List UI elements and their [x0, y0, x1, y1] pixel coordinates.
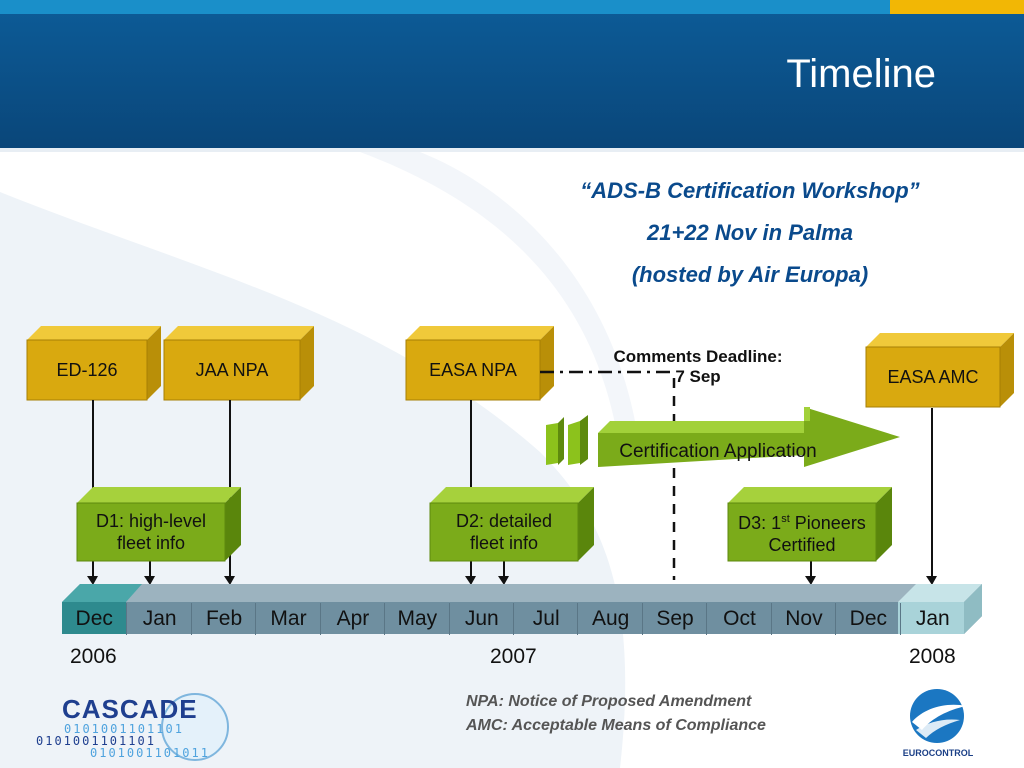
doc-label-easa-npa: EASA NPA	[429, 360, 517, 380]
header-top-strip	[0, 0, 890, 14]
cascade-bits-2: 0101001101101	[36, 734, 156, 748]
timeline-month: Jan	[126, 603, 191, 635]
certification-arrow-label: Certification Application	[619, 441, 817, 462]
timeline-month: Sep	[641, 603, 707, 635]
milestone-d3-line1: D3: 1st Pioneers	[738, 513, 866, 533]
connector-d2	[503, 560, 505, 578]
eurocontrol-logo: EUROCONTROL	[884, 686, 994, 766]
milestone-d3-line2: Certified	[768, 535, 836, 555]
timeline-month: Jul	[513, 603, 578, 635]
doc-label-easa-amc: EASA AMC	[887, 367, 979, 387]
workshop-title: “ADS-B Certification Workshop”	[580, 178, 920, 203]
timeline-month: Feb	[190, 603, 256, 635]
timeline-month: Dec	[835, 603, 900, 635]
eurocontrol-wordmark: EUROCONTROL	[902, 748, 974, 758]
connector-d3	[810, 560, 812, 578]
milestone-d1-line1: D1: high-level	[95, 511, 207, 531]
header-separator	[0, 148, 1024, 152]
comments-deadline: Comments Deadline: 7 Sep	[598, 347, 798, 387]
cascade-logo: CASCADE 0101001101101 0101001101101 0101…	[30, 690, 230, 764]
timeline-month: May	[384, 603, 449, 635]
connector-d1	[149, 560, 151, 578]
milestone-d2-line2: fleet info	[469, 533, 539, 553]
milestone-d1-text: D1: high-level fleet info	[77, 503, 225, 561]
timeline-month: Jun	[448, 603, 514, 635]
deadline-label: Comments Deadline:	[613, 347, 783, 366]
year-2006: 2006	[70, 645, 117, 668]
milestone-d2-line1: D2: detailed	[455, 511, 553, 531]
cascade-bits-1: 0101001101101	[64, 722, 184, 736]
year-2008: 2008	[909, 645, 956, 668]
workshop-date: 21+22 Nov in Palma	[646, 220, 854, 245]
timeline-month: Aug	[577, 603, 642, 635]
milestone-d3-text: D3: 1st Pioneers Certified	[728, 503, 876, 561]
doc-label-jaa-npa: JAA NPA	[195, 360, 269, 380]
timeline-month: Apr	[319, 603, 385, 635]
year-2007: 2007	[490, 645, 537, 668]
deadline-date: 7 Sep	[675, 367, 721, 386]
cascade-wordmark: CASCADE	[62, 694, 198, 724]
note-amc: AMC: Acceptable Means of Compliance	[466, 717, 766, 734]
milestone-d2-text: D2: detailed fleet info	[430, 503, 578, 561]
cascade-logo-circle	[161, 693, 229, 761]
timeline-month: Nov	[770, 603, 836, 635]
milestone-d1-line2: fleet info	[116, 533, 186, 553]
header-gold-strip	[890, 0, 1024, 14]
eurocontrol-emblem	[910, 689, 966, 743]
connector-easa-amc	[931, 408, 933, 578]
timeline-month: Dec	[75, 607, 113, 630]
timeline-month: Mar	[255, 603, 320, 635]
certification-arrow	[546, 407, 900, 467]
timeline-month: Oct	[706, 603, 771, 635]
header-band	[0, 0, 1024, 148]
slide-title: Timeline	[786, 52, 936, 96]
cascade-bits-3: 0101001101011	[90, 746, 210, 760]
note-npa: NPA: Notice of Proposed Amendment	[466, 693, 752, 710]
timeline-month: Jan	[899, 603, 965, 635]
doc-label-ed126: ED-126	[56, 360, 118, 380]
workshop-host: (hosted by Air Europa)	[631, 262, 869, 287]
